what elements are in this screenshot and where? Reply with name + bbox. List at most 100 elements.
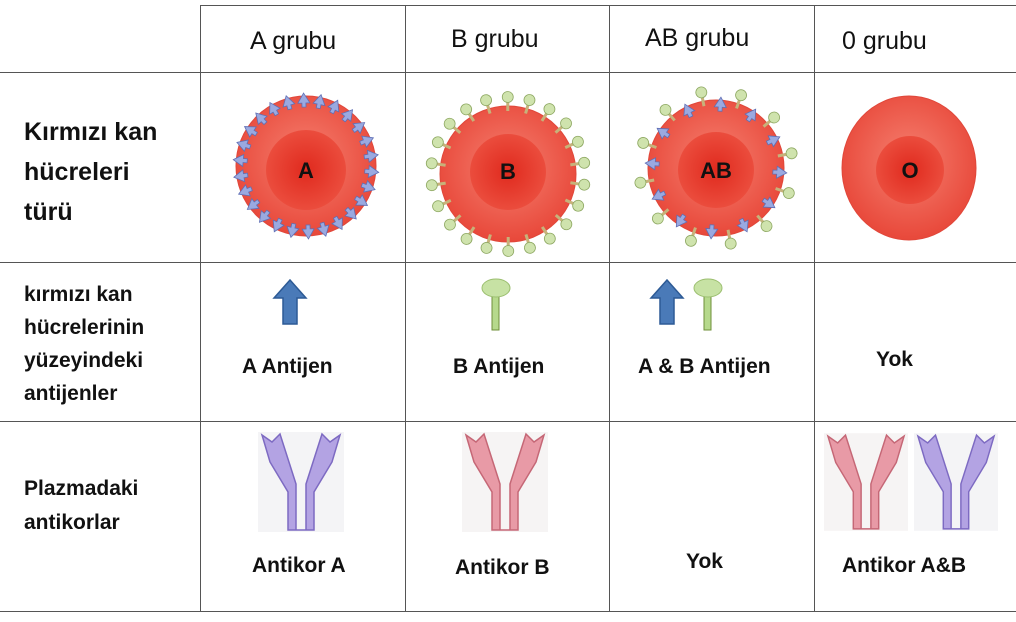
- antibody-label-a: Antikor A: [252, 554, 346, 577]
- antibody-label-b: Antikor B: [455, 556, 550, 579]
- antibody-label-o: Antikor A&B: [842, 554, 967, 577]
- antigen-a-marker: [364, 164, 380, 179]
- antigen-b-marker: [554, 213, 573, 231]
- antigen-a-marker: [286, 222, 300, 239]
- antigen-a-marker: [651, 188, 667, 201]
- antigen-a-marker: [246, 197, 261, 210]
- antigen-a-marker: [272, 217, 285, 233]
- antigen-b-marker: [634, 176, 655, 189]
- antigen-a-marker: [354, 194, 369, 206]
- antigen-a-marker: [363, 149, 379, 163]
- antigen-ab-pin-icon: [693, 278, 723, 331]
- antigen-b-marker: [523, 94, 536, 114]
- antigen-a-marker: [359, 135, 375, 149]
- col-header-a: A grubu: [250, 27, 337, 55]
- antigen-markers-ab: [634, 86, 798, 250]
- antigen-b-marker: [432, 198, 452, 213]
- grid-top-line: [200, 5, 1016, 6]
- col-header-b: B grubu: [451, 25, 539, 53]
- grid-line-row1: [0, 72, 1016, 73]
- antigen-a-marker: [243, 126, 258, 138]
- red-cell-ab-illustration: AB: [634, 86, 798, 250]
- cell-a-letter: A: [298, 158, 314, 183]
- antigen-a-marker: [282, 94, 296, 111]
- antigen-a-marker: [772, 165, 788, 179]
- antibody-label-ab: Yok: [686, 550, 723, 573]
- red-cell-b-illustration: B: [425, 91, 591, 257]
- antigen-b-marker: [570, 178, 591, 191]
- antigen-b-marker: [554, 117, 572, 134]
- antigen-a-marker: [736, 217, 749, 233]
- antigen-b-marker: [524, 233, 536, 254]
- antigen-b-marker: [735, 89, 747, 109]
- antigen-a-marker: [233, 169, 249, 183]
- antigen-b-marker: [540, 226, 556, 245]
- antigen-label-a: A Antijen: [242, 355, 333, 378]
- antigen-b-marker: [685, 227, 697, 247]
- antigen-b-marker: [480, 234, 493, 254]
- red-cell-a-illustration: A: [232, 92, 380, 240]
- row-label-antigens: kırmızı kan hücrelerinin yüzeyindeki ant…: [24, 283, 145, 405]
- grid-col-line-1: [200, 5, 201, 612]
- grid-col-line-3: [609, 5, 610, 612]
- antigen-a-marker: [705, 224, 719, 240]
- cell-b-nucleus: [470, 134, 546, 210]
- antigen-label-ab: A & B Antijen: [638, 355, 771, 378]
- col-header-o: 0 grubu: [842, 27, 927, 55]
- antigen-b-marker: [431, 136, 452, 150]
- antigen-b-marker: [425, 179, 446, 192]
- antigen-ab-arrow-icon: [649, 278, 685, 325]
- cell-b-letter: B: [500, 159, 516, 184]
- antigen-b-marker: [444, 214, 462, 231]
- grid-line-row3: [0, 421, 1016, 422]
- cell-a-nucleus: [266, 130, 346, 210]
- antigen-b-marker: [695, 86, 708, 107]
- antigen-a-marker: [255, 112, 268, 126]
- antigen-b-marker: [460, 226, 476, 245]
- antigen-a-marker: [656, 127, 671, 140]
- antigen-label-o: Yok: [876, 348, 913, 371]
- antigen-a-arrow-icon: [272, 278, 308, 325]
- cell-ab-nucleus: [678, 132, 754, 208]
- antigen-b-marker: [637, 137, 657, 149]
- antigen-a-marker: [765, 135, 781, 148]
- antigen-label-b: B Antijen: [453, 355, 545, 378]
- antigen-b-pin-icon: [481, 278, 511, 331]
- antigen-b-marker: [425, 157, 446, 170]
- antigen-a-marker: [761, 196, 776, 209]
- antigen-a-marker: [351, 122, 366, 135]
- col-header-ab: AB grubu: [645, 24, 750, 52]
- antigen-a-marker: [683, 103, 696, 119]
- grid-col-line-4: [814, 5, 815, 612]
- antibody-o-b-icon: [824, 433, 908, 531]
- antigen-a-marker: [327, 99, 340, 115]
- cell-ab-letter: AB: [700, 158, 732, 183]
- antibody-b-icon: [462, 432, 548, 532]
- antigen-b-marker: [651, 208, 670, 225]
- antigen-a-marker: [675, 213, 688, 228]
- antigen-a-marker: [258, 209, 272, 223]
- antigen-b-marker: [480, 94, 492, 115]
- antigen-b-marker: [659, 103, 676, 122]
- grid-bottom-line: [0, 611, 1016, 612]
- antigen-a-marker: [316, 221, 330, 238]
- antigen-b-marker: [443, 117, 462, 135]
- row-label-cells: Kırmızı kan hücreleri türü: [24, 118, 158, 226]
- antigen-a-marker: [344, 206, 357, 220]
- antibody-a-icon: [258, 432, 344, 532]
- antigen-b-marker: [762, 111, 781, 128]
- antigen-a-marker: [269, 101, 281, 117]
- antigen-a-marker: [237, 183, 253, 197]
- antigen-b-marker: [564, 135, 584, 150]
- antigen-b-marker: [501, 91, 514, 112]
- antigen-a-marker: [232, 153, 248, 168]
- cell-o-letter: O: [901, 158, 918, 183]
- antigen-b-marker: [460, 103, 476, 122]
- row-label-antibodies: Plazmadaki antikorlar: [24, 477, 139, 534]
- grid-line-row2: [0, 262, 1016, 263]
- antigen-a-marker: [301, 224, 315, 240]
- grid-col-line-2: [405, 5, 406, 612]
- antigen-b-marker: [564, 198, 585, 212]
- antigen-b-marker: [540, 103, 556, 122]
- antigen-a-marker: [297, 92, 311, 108]
